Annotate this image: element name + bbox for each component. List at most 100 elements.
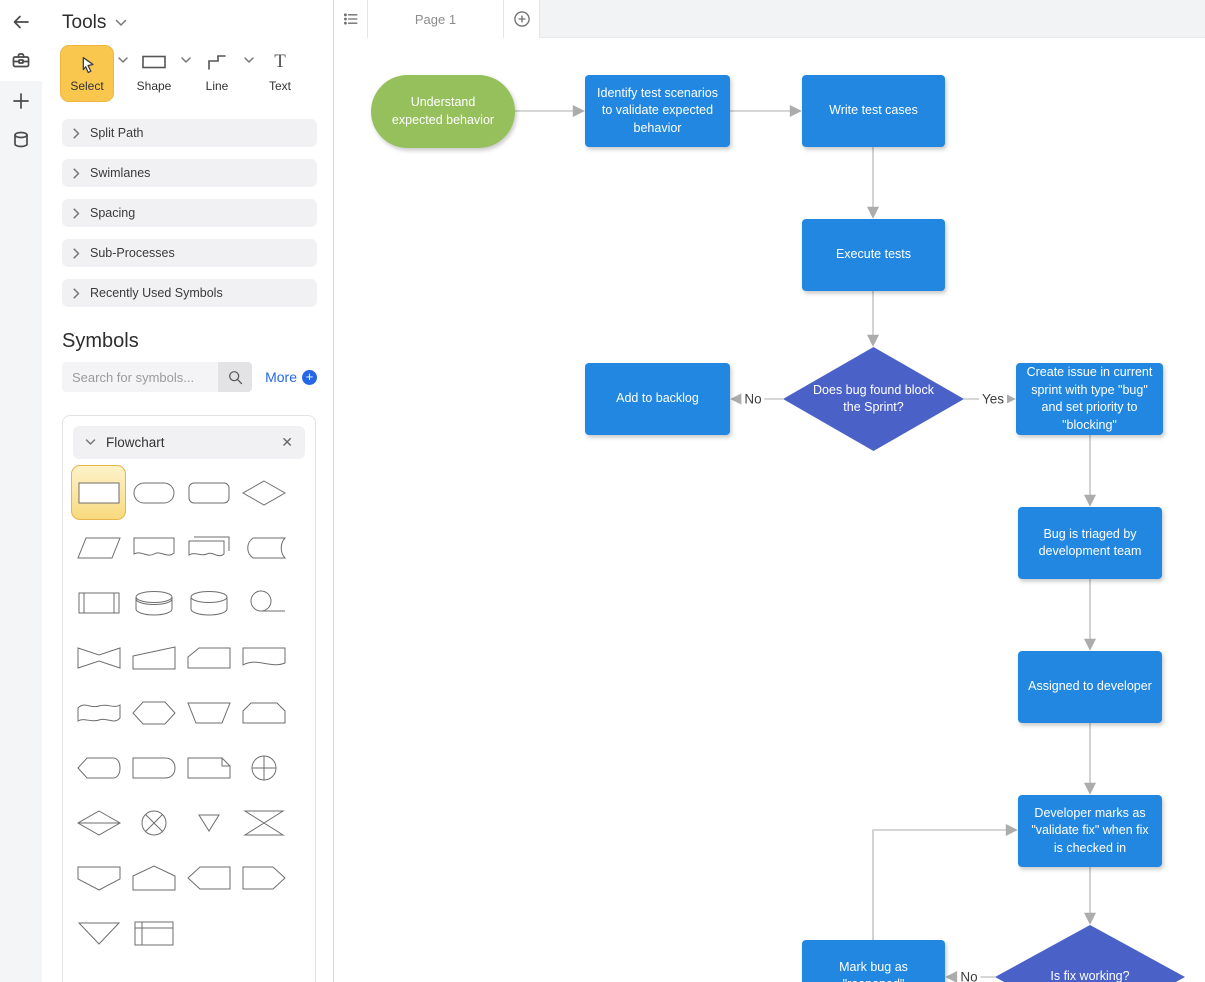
symbol-direct-access-storage[interactable]	[181, 575, 236, 630]
symbol-manual-operation[interactable]	[181, 685, 236, 740]
back-arrow-icon[interactable]	[0, 2, 42, 42]
page-tab-bar: Page 1	[334, 0, 1205, 38]
page-list-icon	[341, 9, 361, 29]
node-write-test-cases[interactable]: Write test cases	[802, 75, 945, 147]
symbol-magnetic-disk[interactable]	[126, 575, 181, 630]
symbol-decision[interactable]	[236, 465, 291, 520]
select-tool-label: Select	[70, 79, 104, 93]
tools-title-label: Tools	[62, 12, 107, 33]
flowchart-category-label: Flowchart	[106, 435, 165, 450]
section-split-path[interactable]: Split Path	[62, 119, 317, 147]
text-tool-label: Text	[268, 79, 291, 93]
symbol-cut-top-corners[interactable]	[236, 685, 291, 740]
section-label: Spacing	[90, 206, 136, 220]
edge-label-isfix-no-reopened: No	[957, 969, 981, 982]
shape-options-chevron-icon[interactable]	[177, 45, 194, 64]
tools-panel-title[interactable]: Tools	[62, 12, 127, 34]
section-sub-processes[interactable]: Sub-Processes	[62, 239, 317, 267]
symbol-terminator[interactable]	[126, 465, 181, 520]
symbol-pentagon-left[interactable]	[181, 850, 236, 905]
symbol-circle-plus[interactable]	[236, 740, 291, 795]
flowchart-category-header[interactable]: Flowchart ✕	[73, 426, 305, 459]
node-create-issue-blocking[interactable]: Create issue in current sprint with type…	[1016, 363, 1163, 435]
text-tool-button[interactable]: T Text	[257, 45, 303, 93]
symbol-com-link[interactable]	[71, 630, 126, 685]
edge-label-decision-yes-create: Yes	[978, 391, 1008, 407]
node-understand-expected-behavior[interactable]: Understand expected behavior	[371, 75, 515, 148]
line-options-chevron-icon[interactable]	[240, 45, 257, 64]
node-bug-triaged[interactable]: Bug is triaged by development team	[1018, 507, 1162, 579]
chevron-right-icon	[73, 207, 80, 219]
symbol-grid	[71, 465, 315, 960]
symbol-merge-triangle[interactable]	[71, 905, 126, 960]
symbol-data[interactable]	[71, 520, 126, 575]
add-icon[interactable]	[0, 81, 42, 121]
diagram-canvas[interactable]: Understand expected behavior Identify tes…	[334, 38, 1205, 982]
database-icon[interactable]	[0, 120, 42, 160]
rectangle-icon	[141, 54, 167, 70]
symbol-circle-connector[interactable]	[236, 575, 291, 630]
symbol-wave[interactable]	[71, 685, 126, 740]
select-tool-button[interactable]: Select	[60, 45, 114, 102]
chevron-down-icon	[115, 19, 127, 27]
symbol-slant-top[interactable]	[126, 630, 181, 685]
symbol-summing-junction[interactable]	[126, 795, 181, 850]
close-icon[interactable]: ✕	[281, 434, 293, 450]
node-identify-test-scenarios[interactable]: Identify test scenarios to validate expe…	[585, 75, 730, 147]
shape-tool-button[interactable]: Shape	[131, 45, 177, 93]
text-icon: T	[274, 51, 286, 72]
section-recently-used-symbols[interactable]: Recently Used Symbols	[62, 279, 317, 307]
section-label: Recently Used Symbols	[90, 286, 223, 300]
tab-page-1[interactable]: Page 1	[368, 0, 504, 38]
chevron-right-icon	[73, 127, 80, 139]
symbol-internal-storage[interactable]	[126, 905, 181, 960]
symbol-alternate-process[interactable]	[181, 465, 236, 520]
shape-tool-label: Shape	[136, 79, 172, 93]
symbol-search-input[interactable]	[62, 362, 219, 392]
select-options-chevron-icon[interactable]	[114, 45, 131, 64]
symbol-predefined-process[interactable]	[71, 575, 126, 630]
symbol-concave-bottom[interactable]	[236, 630, 291, 685]
node-developer-marks-validate-fix[interactable]: Developer marks as "validate fix" when f…	[1018, 795, 1162, 867]
page-list-button[interactable]	[334, 0, 368, 38]
symbol-document[interactable]	[126, 520, 181, 575]
tools-panel: Tools Select Shape Line	[42, 0, 334, 982]
chevron-down-icon	[85, 439, 96, 446]
more-shapes-link[interactable]: More +	[265, 369, 317, 385]
node-assigned-to-developer[interactable]: Assigned to developer	[1018, 651, 1162, 723]
symbol-multiple-documents[interactable]	[181, 520, 236, 575]
add-page-button[interactable]	[504, 0, 540, 38]
edge-reopened-to-marks[interactable]	[872, 824, 1018, 940]
symbol-delay[interactable]	[126, 740, 181, 795]
edge-label-decision-no-backlog: No	[741, 391, 765, 407]
symbol-house[interactable]	[126, 850, 181, 905]
symbol-sort[interactable]	[71, 795, 126, 850]
symbol-preparation[interactable]	[126, 685, 181, 740]
left-icon-rail	[0, 0, 42, 982]
node-mark-bug-reopened[interactable]: Mark bug as "reopened"	[802, 940, 945, 982]
symbol-pentagon-down[interactable]	[71, 850, 126, 905]
add-page-icon	[512, 9, 532, 29]
toolbox-icon[interactable]	[0, 41, 42, 81]
symbol-display[interactable]	[71, 740, 126, 795]
chevron-right-icon	[73, 287, 80, 299]
search-icon	[226, 368, 244, 386]
symbol-note-fold[interactable]	[181, 740, 236, 795]
symbol-stored-data[interactable]	[236, 520, 291, 575]
node-execute-tests[interactable]: Execute tests	[802, 219, 945, 291]
chevron-right-icon	[73, 167, 80, 179]
symbol-search-row: More +	[62, 362, 317, 392]
section-swimlanes[interactable]: Swimlanes	[62, 159, 317, 187]
search-button[interactable]	[218, 362, 253, 392]
symbol-extract[interactable]	[181, 795, 236, 850]
flowchart-shape-library: Flowchart ✕	[62, 415, 316, 982]
tab-bar-filler	[540, 0, 1205, 38]
symbol-process[interactable]	[71, 465, 126, 520]
line-tool-button[interactable]: Line	[194, 45, 240, 93]
section-spacing[interactable]: Spacing	[62, 199, 317, 227]
symbol-card-cut-corner[interactable]	[181, 630, 236, 685]
symbol-pentagon-right[interactable]	[236, 850, 291, 905]
node-add-to-backlog[interactable]: Add to backlog	[585, 363, 730, 435]
symbol-collate[interactable]	[236, 795, 291, 850]
